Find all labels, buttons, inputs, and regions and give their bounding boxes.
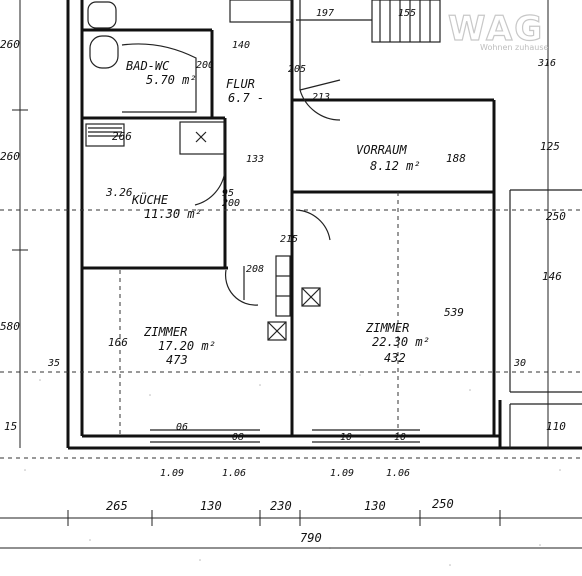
room-area-kueche: 11.30 m² bbox=[144, 207, 202, 221]
dim-vertical: 166 bbox=[108, 336, 128, 349]
sill-height: 06 bbox=[176, 422, 188, 433]
room-extra-zimmer-1: 473 bbox=[166, 353, 188, 367]
room-name-zimmer-1: ZIMMER bbox=[143, 325, 187, 339]
sill-height: 08 bbox=[232, 432, 244, 443]
sill-height: 10 bbox=[394, 432, 406, 443]
interior-walls bbox=[82, 0, 582, 448]
dim-left: 260 bbox=[0, 38, 20, 51]
bottom-dimensions: 265 130 230 130 250 790 bbox=[106, 497, 454, 545]
room-area-flur: 6.7 - bbox=[228, 91, 264, 105]
dim-left: 15 bbox=[4, 420, 17, 433]
dim-vertical: 125 bbox=[540, 140, 560, 153]
sill-height: 10 bbox=[340, 432, 352, 443]
dim-bottom: 230 bbox=[270, 499, 292, 513]
wag-logo: WAG Wohnen zuhause bbox=[447, 8, 548, 52]
left-dimensions: 260 260 580 15 bbox=[0, 38, 20, 433]
room-name-bad: BAD-WC bbox=[126, 59, 170, 73]
dim-interior: 200 bbox=[222, 198, 240, 209]
dimension-lines bbox=[0, 0, 582, 549]
dim-interior: 205 bbox=[288, 64, 306, 75]
window-labels: 1.09 1.06 1.09 1.06 06 08 10 10 bbox=[160, 422, 410, 479]
window-height: 1.06 bbox=[386, 468, 410, 479]
top-dimensions: 140 197 155 133 316 bbox=[232, 8, 556, 165]
grid-lines bbox=[0, 192, 582, 459]
dim-bottom: 265 bbox=[106, 499, 128, 513]
room-area-bad: 5.70 m² bbox=[146, 73, 197, 87]
room-labels: BAD-WC 5.70 m² FLUR 6.7 - VORRAUM 8.12 m… bbox=[126, 59, 430, 367]
dim-vertical: 188 bbox=[446, 152, 466, 165]
dim-vertical: 266 bbox=[112, 130, 132, 143]
room-name-flur: FLUR bbox=[226, 77, 255, 91]
dim-interior: 200 bbox=[196, 60, 214, 71]
logo-brand: WAG bbox=[448, 9, 544, 49]
dim-left: 580 bbox=[0, 320, 20, 333]
room-name-vorraum: VORRAUM bbox=[356, 143, 407, 157]
dim-total: 790 bbox=[300, 531, 322, 545]
window-height: 1.06 bbox=[222, 468, 246, 479]
dim-vertical: 250 bbox=[546, 210, 566, 223]
dim-bottom: 250 bbox=[432, 497, 454, 511]
dim-vertical: 3.26 bbox=[105, 186, 133, 199]
dim-bottom: 130 bbox=[200, 499, 222, 513]
stair-area bbox=[229, 0, 441, 90]
dim-bottom: 130 bbox=[364, 499, 386, 513]
dim-vertical: 539 bbox=[444, 306, 464, 319]
room-extra-zimmer-2: 432 bbox=[384, 351, 406, 365]
dim-top: 197 bbox=[316, 8, 334, 19]
room-area-zimmer-1: 17.20 m² bbox=[158, 339, 216, 353]
door-swings bbox=[194, 79, 341, 306]
windows bbox=[150, 429, 420, 443]
interior-dimensions: 200 205 213 95 200 215 208 35 30 bbox=[47, 60, 526, 369]
window-height: 1.09 bbox=[330, 468, 354, 479]
window-height: 1.09 bbox=[160, 468, 184, 479]
dim-top: 140 bbox=[232, 40, 250, 51]
room-area-zimmer-2: 22.30 m² bbox=[372, 335, 430, 349]
dim-interior: 213 bbox=[312, 92, 330, 103]
vertical-dimensions: 188 3.26 266 539 125 146 166 110 250 bbox=[105, 130, 566, 433]
dim-vertical: 110 bbox=[546, 420, 566, 433]
dim-interior: 208 bbox=[246, 264, 264, 275]
bath-fixtures bbox=[85, 1, 225, 155]
room-name-zimmer-2: ZIMMER bbox=[365, 321, 409, 335]
dim-top: 133 bbox=[246, 154, 264, 165]
dim-interior: 35 bbox=[47, 358, 60, 369]
dim-interior: 95 bbox=[222, 188, 234, 199]
dim-top: 316 bbox=[537, 58, 556, 69]
room-name-kueche: KÜCHE bbox=[131, 191, 169, 207]
dim-interior: 30 bbox=[513, 358, 526, 369]
logo-tagline: Wohnen zuhause bbox=[480, 43, 548, 52]
room-area-vorraum: 8.12 m² bbox=[370, 159, 421, 173]
vent-boxes bbox=[267, 255, 321, 341]
dim-interior: 215 bbox=[280, 234, 298, 245]
dim-left: 260 bbox=[0, 150, 20, 163]
dim-vertical: 146 bbox=[542, 270, 562, 283]
dim-top: 155 bbox=[398, 8, 416, 19]
